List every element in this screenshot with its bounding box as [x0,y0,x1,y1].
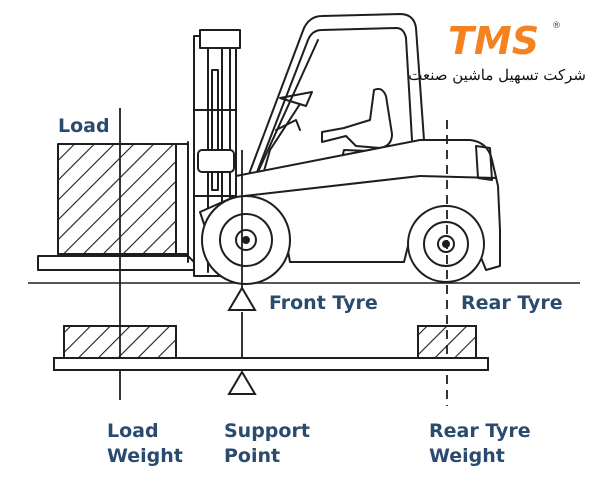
steering-wheel [261,91,313,179]
support-point-line2: Point [224,445,281,467]
company-tagline: شرکت تسهیل ماشین صنعت [408,66,586,84]
balance-beam [53,357,489,371]
load-weight-line1: Load [107,420,159,442]
support-point-label: Support Point [224,419,310,469]
fulcrum-triangle [227,370,257,395]
front-tyre-label: Front Tyre [269,292,378,314]
rear-tyre-weight-line1: Rear Tyre [429,420,531,442]
logo-text: TMS [448,19,539,62]
rear-tyre-weight-line2: Weight [429,445,505,467]
cab-frame [245,13,425,183]
load-label: Load [58,115,110,137]
rear-tyre-label: Rear Tyre [461,292,563,314]
balance-beam-model [53,286,489,395]
front-tyre-support-triangle [227,286,257,311]
rear-tyre-weight-label: Rear Tyre Weight [429,419,531,469]
rear-weight-block [417,325,477,359]
load-box [57,143,189,255]
tms-logo: TMS ® [448,19,561,62]
load-weight-line2: Weight [107,445,183,467]
forklift-illustration [37,13,501,285]
support-point-line1: Support [224,420,310,442]
front-wheel [201,195,291,285]
registered-mark: ® [552,21,561,31]
load-weight-label: Load Weight [107,419,183,469]
load-weight-block [63,325,177,359]
rear-wheel [407,205,485,283]
